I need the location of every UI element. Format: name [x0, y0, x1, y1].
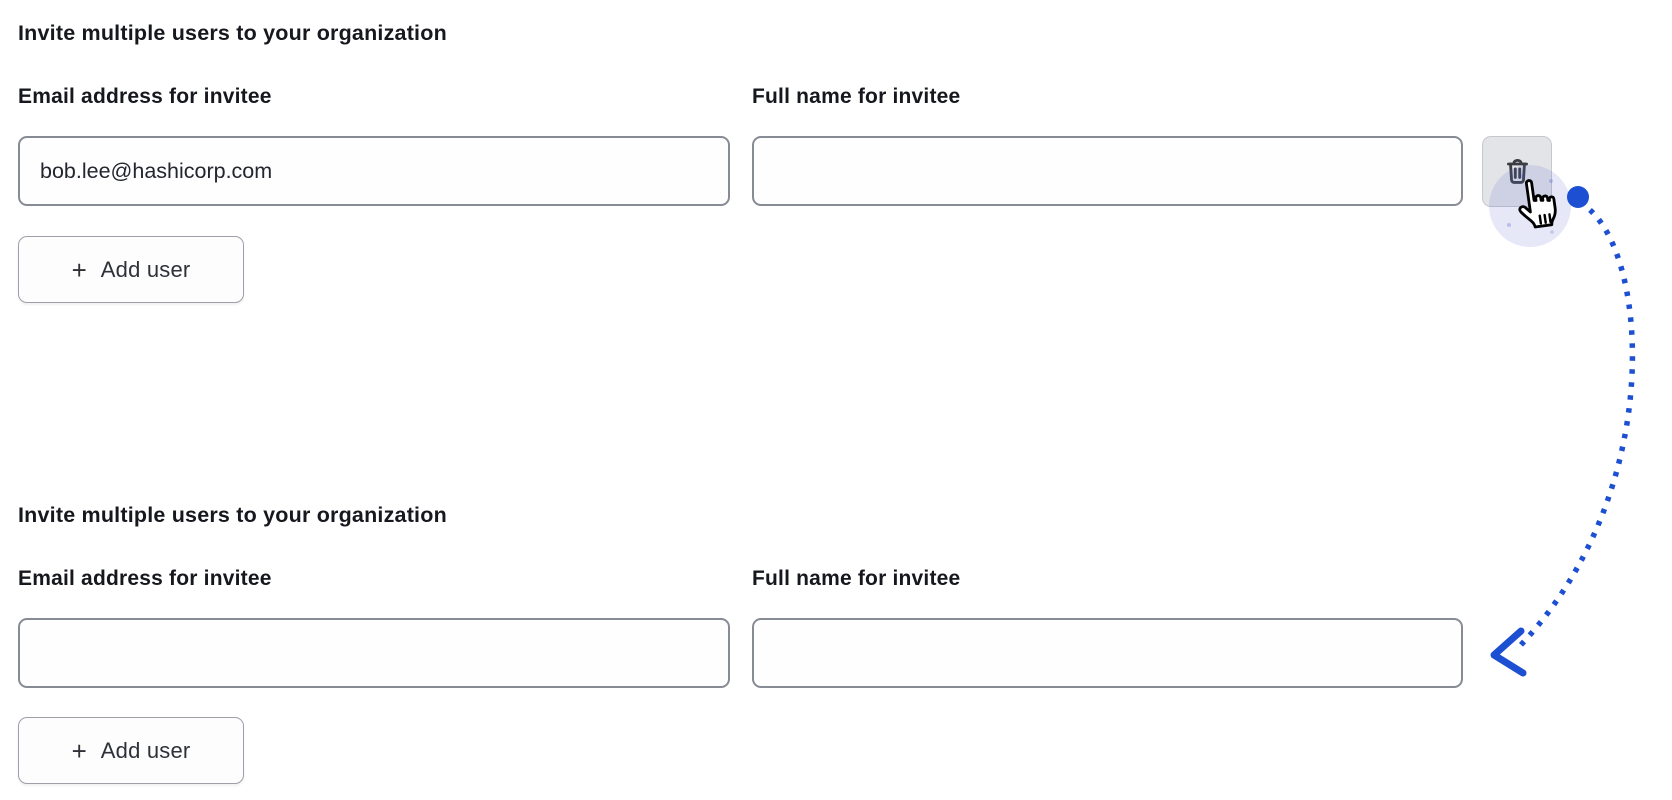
form-title: Invite multiple users to your organizati…: [18, 21, 447, 45]
field-labels-row: Email address for invitee Full name for …: [18, 84, 1658, 110]
full-name-input[interactable]: [752, 618, 1463, 688]
add-user-button[interactable]: + Add user: [18, 717, 244, 784]
form-title: Invite multiple users to your organizati…: [18, 503, 447, 527]
full-name-label: Full name for invitee: [752, 85, 961, 108]
plus-icon: +: [71, 735, 87, 766]
trash-icon: [1502, 156, 1533, 188]
invitee-row: [18, 136, 1658, 207]
email-input[interactable]: [18, 136, 730, 206]
invite-form-before: Invite multiple users to your organizati…: [18, 20, 1658, 303]
full-name-label: Full name for invitee: [752, 567, 961, 590]
email-input[interactable]: [18, 618, 730, 688]
invitee-row: [18, 618, 1658, 688]
add-user-label: Add user: [100, 256, 191, 282]
add-user-button[interactable]: + Add user: [18, 236, 244, 303]
invite-form-after: Invite multiple users to your organizati…: [18, 502, 1658, 784]
plus-icon: +: [71, 254, 87, 285]
full-name-input[interactable]: [752, 136, 1463, 206]
delete-row-button[interactable]: [1482, 136, 1552, 207]
email-label: Email address for invitee: [18, 567, 272, 590]
add-user-label: Add user: [100, 737, 191, 763]
email-label: Email address for invitee: [18, 85, 272, 108]
field-labels-row: Email address for invitee Full name for …: [18, 566, 1658, 592]
